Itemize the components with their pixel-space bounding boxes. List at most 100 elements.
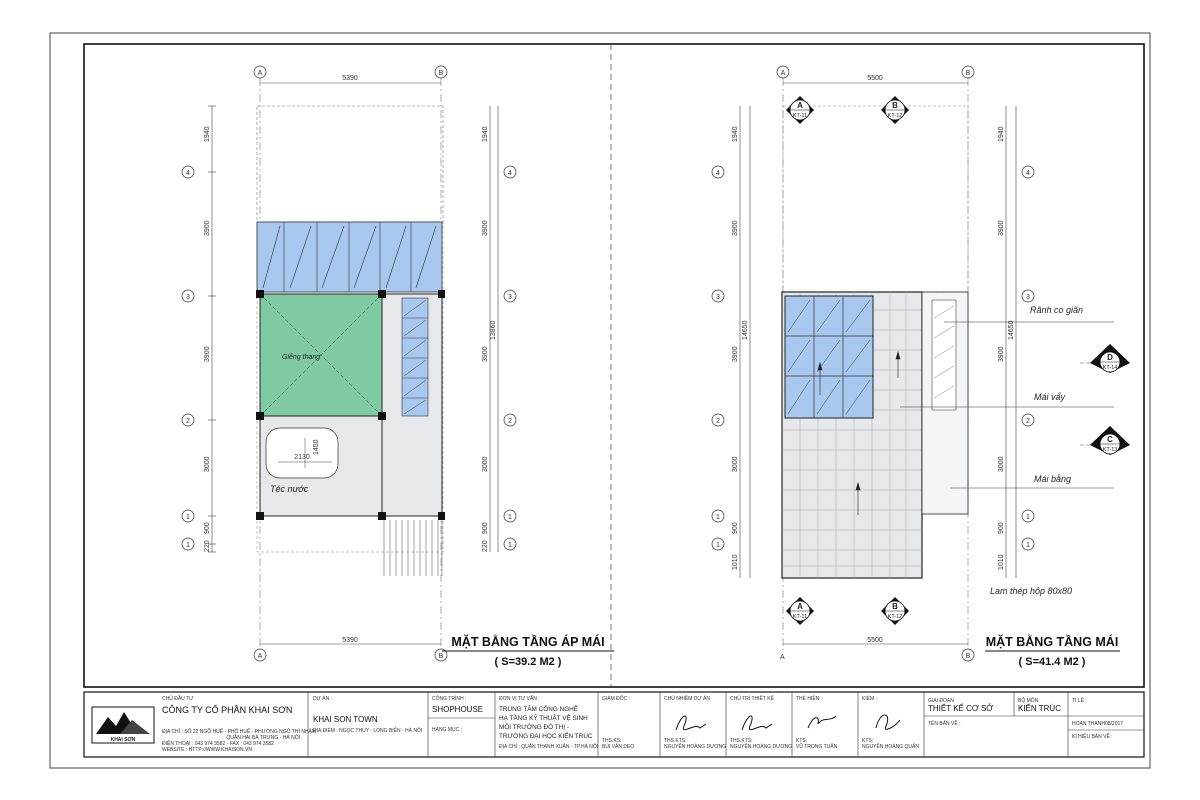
- r-total-dim-right: 14650: [1008, 320, 1015, 340]
- consult-line-1: TRUNG TÂM CÔNG NGHỆ: [499, 704, 578, 713]
- title-block: KHAI SƠN CHỦ ĐẦU TƯ CÔNG TY CỔ PHẦN KHAI…: [83, 691, 1145, 758]
- right-dim-3: 3900: [482, 346, 489, 362]
- svg-text:A: A: [797, 602, 803, 611]
- work-name: SHOPHOUSE: [432, 705, 483, 714]
- width-dim-top: 5390: [342, 75, 358, 82]
- section-mark-a-top: A KT-11: [786, 96, 814, 124]
- left-grid-bubbles: 4 3 2 1 1: [181, 165, 195, 551]
- axis-a-bottom: A: [258, 653, 263, 660]
- section-mark-b-top: B KT-12: [881, 96, 909, 124]
- r-axis-b-bottom: B: [966, 653, 971, 660]
- svg-text:KHAI SƠN: KHAI SƠN: [111, 737, 136, 743]
- width-dim-bottom: 5390: [342, 637, 358, 644]
- r-left-dim-1: 1940: [732, 126, 739, 142]
- consult-line-4: TRƯỜNG ĐẠI HỌC KIẾN TRÚC: [499, 730, 593, 740]
- consult-line-3: MÔI TRƯỜNG ĐÔ THỊ -: [499, 722, 569, 731]
- r-left-dim-2: 3900: [732, 220, 739, 236]
- dept-value: KIẾN TRÚC: [1018, 703, 1061, 713]
- svg-text:1: 1: [716, 542, 720, 549]
- r-right-dim-4: 3000: [998, 456, 1005, 472]
- glass-roof-strip: [256, 221, 443, 293]
- svg-text:2: 2: [508, 418, 512, 425]
- svg-text:3: 3: [716, 294, 720, 301]
- tank-label: Téc nước: [270, 484, 309, 494]
- director-label: GIÁM ĐỐC :: [602, 695, 630, 702]
- pm-name: NGUYỄN HOÀNG DƯƠNG: [664, 743, 726, 750]
- phase-label: GIAI ĐOẠN: [928, 698, 954, 704]
- r-right-dim-6: 1010: [998, 554, 1005, 570]
- pm-signature: [675, 715, 707, 731]
- checker-label: KIỂM :: [862, 695, 877, 702]
- project-location: ĐỊA ĐIỂM : NGỌC THỤY - LONG BIÊN - HÀ NỘ…: [313, 726, 422, 734]
- tank-width: 2130: [294, 454, 310, 461]
- left-plan: A B A B 5390 5390 Giếng thang: [181, 65, 614, 668]
- svg-text:4: 4: [186, 170, 190, 177]
- svg-text:D: D: [1107, 353, 1113, 362]
- water-tank: [265, 427, 339, 479]
- left-dim-3: 3900: [204, 346, 211, 362]
- r-axis-a-top: A: [781, 70, 786, 77]
- svg-text:1: 1: [508, 514, 512, 521]
- svg-text:B: B: [892, 101, 898, 110]
- address-line-1: ĐỊA CHỈ : SỐ 22 NGÕ HUẾ - PHỐ HUẾ - PHƯỜ…: [162, 728, 316, 735]
- r-left-dim-3: 3900: [732, 346, 739, 362]
- svg-text:KT-11: KT-11: [793, 113, 807, 119]
- checker-name: NGUYỄN HOÀNG QUÂN: [862, 743, 919, 750]
- r-left-grid-bubbles: 4 3 2 1 1: [711, 165, 725, 551]
- axis-a-top: A: [258, 70, 263, 77]
- right-plan-area: ( S=41.4 M2 ): [1019, 656, 1086, 668]
- design-lead-name: NGUYỄN HOÀNG DƯƠNG: [730, 743, 792, 750]
- r-left-dim-5: 900: [732, 522, 739, 534]
- consult-label: ĐƠN VỊ TƯ VẤN :: [499, 695, 540, 702]
- project-label: DỰ ÁN :: [313, 695, 332, 702]
- project-name: KHAI SON TOWN: [313, 715, 378, 724]
- roof-skylight: [784, 295, 874, 419]
- r-corner-a: A: [780, 654, 785, 661]
- r-right-dim-2: 3900: [998, 220, 1005, 236]
- consult-line-2: HẠ TẦNG KỸ THUẬT VỆ SINH: [499, 712, 588, 722]
- pm-label: CHỦ NHIỆM DỰ ÁN: [664, 694, 710, 702]
- left-dim-6: 220: [204, 540, 211, 552]
- right-plan: A B B A 5500 5500: [711, 65, 1130, 668]
- r-left-dim-6: 1010: [732, 554, 739, 570]
- director-name: BÙI VĂN DEO: [602, 743, 634, 750]
- right-dim-1: 1940: [482, 126, 489, 142]
- item-label: HẠNG MỤC :: [432, 727, 462, 733]
- r-total-dim-left: 14650: [742, 320, 749, 340]
- drafter-title: KTS:: [796, 738, 807, 744]
- outer-frame: [49, 32, 1151, 769]
- right-dim-4: 3000: [482, 456, 489, 472]
- svg-text:C: C: [1107, 435, 1113, 444]
- left-plan-title: MẶT BẰNG TẦNG ÁP MÁI: [451, 634, 604, 649]
- svg-text:3: 3: [186, 294, 190, 301]
- phase-value: THIẾT KẾ CƠ SỞ: [928, 703, 993, 713]
- phone-fax: ĐIỆN THOẠI : 043 974 3582 - FAX : 043 97…: [162, 739, 274, 747]
- scale-label: TỈ LỆ :: [1072, 696, 1087, 704]
- r-right-dim-3: 3900: [998, 346, 1005, 362]
- right-plan-title: MẶT BẰNG TẦNG MÁI: [986, 634, 1119, 649]
- consult-address: ĐỊA CHỈ : QUẬN THANH XUÂN - TP.HÀ NỘI: [499, 743, 598, 750]
- drafter-signature: [807, 715, 837, 729]
- checker-signature: [875, 714, 901, 730]
- right-grid-bubbles: 4 3 2 1 1: [503, 165, 517, 551]
- total-dim: 13860: [490, 320, 497, 340]
- svg-text:1: 1: [508, 542, 512, 549]
- svg-text:B: B: [892, 602, 898, 611]
- right-dim-6: 220: [482, 540, 489, 552]
- r-right-grid-bubbles: 4 3 2 1 1: [1021, 165, 1035, 551]
- inner-frame: [83, 43, 1145, 688]
- r-axis-b-top: B: [966, 70, 971, 77]
- svg-text:2: 2: [186, 418, 190, 425]
- address-line-2: QUẬN HAI BÀ TRƯNG - HÀ NỘI: [226, 734, 300, 741]
- svg-text:3: 3: [1026, 294, 1030, 301]
- left-plan-area: ( S=39.2 M2 ): [495, 656, 562, 668]
- svg-text:4: 4: [716, 170, 720, 177]
- r-width-dim-bottom: 5500: [867, 637, 883, 644]
- drawing-name-label: TÊN BẢN VẼ :: [928, 719, 961, 727]
- director-title: THS.KS:: [602, 738, 621, 744]
- svg-text:1: 1: [186, 514, 190, 521]
- work-label: CÔNG TRÌNH :: [432, 695, 466, 702]
- r-right-dim-1: 1940: [998, 126, 1005, 142]
- ann-steel-louver: Lam thép hộp 80x80: [990, 586, 1072, 596]
